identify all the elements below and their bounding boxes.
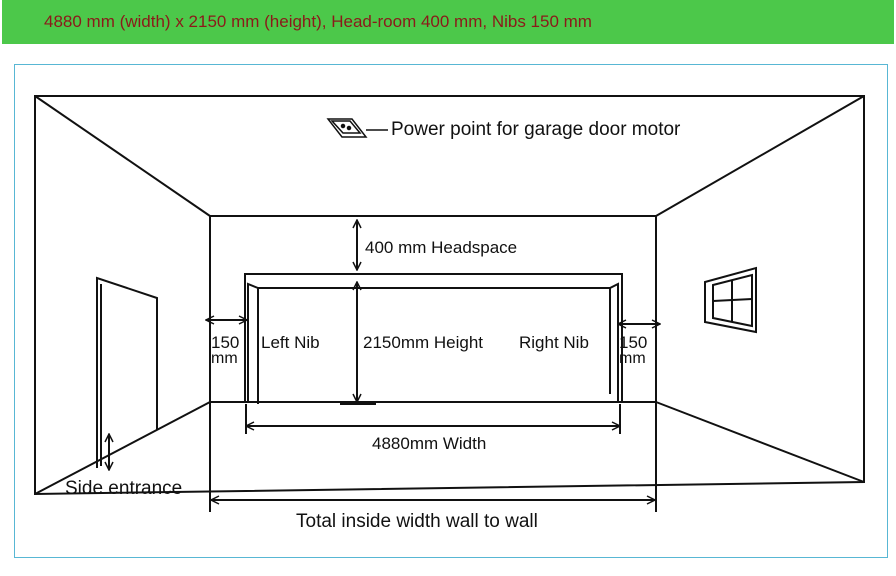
left-nib-unit: mm [211, 350, 238, 367]
left-nib-size: 150 [211, 333, 239, 352]
window [704, 266, 757, 334]
right-nib-label: Right Nib [519, 333, 589, 352]
floor-right-edge [655, 401, 865, 483]
side-entrance-label: Side entrance [65, 478, 182, 499]
room-outline [34, 95, 865, 496]
side-door [96, 276, 158, 468]
door-opening [210, 273, 656, 404]
power-point-label: Power point for garage door motor [391, 119, 681, 140]
banner-title: 4880 mm (width) x 2150 mm (height), Head… [44, 12, 592, 31]
left-nib-label: Left Nib [261, 333, 320, 352]
headspace-label: 400 mm Headspace [365, 238, 517, 257]
back-wall [209, 215, 657, 403]
right-nib-unit: mm [619, 350, 646, 367]
height-label: 2150mm Height [363, 333, 483, 352]
diagram-frame [14, 64, 888, 558]
ceiling-right-edge [655, 95, 865, 217]
right-nib-size: 150 [619, 333, 647, 352]
ceiling-left-edge [34, 95, 211, 217]
header-banner: 4880 mm (width) x 2150 mm (height), Head… [2, 0, 894, 44]
total-width-label: Total inside width wall to wall [296, 511, 538, 532]
floor-left-edge [34, 401, 211, 495]
width-label: 4880mm Width [372, 434, 486, 453]
power-point-icon [326, 118, 388, 138]
